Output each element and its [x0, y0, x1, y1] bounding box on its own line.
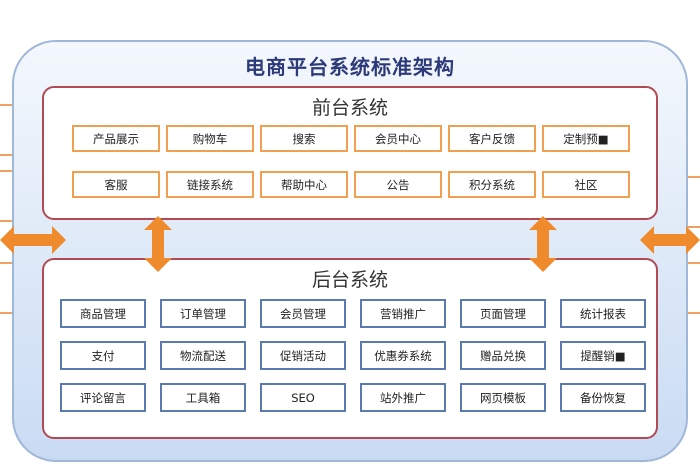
diagram-title: 电商平台系统标准架构 [245, 55, 455, 79]
front-system-grid: 产品展示购物车搜索会员中心客户反馈定制预■ 客服链接系统帮助中心公告积分系统社区 [72, 125, 646, 198]
vertical-double-arrow-left [144, 216, 172, 272]
front-system-title: 前台系统 [311, 97, 388, 119]
front-system-item[interactable]: 帮助中心 [260, 171, 348, 198]
right-double-arrow [640, 226, 700, 254]
back-system-item[interactable]: 支付 [60, 341, 146, 370]
front-system-panel: 前台系统 产品展示购物车搜索会员中心客户反馈定制预■ 客服链接系统帮助中心公告积分… [42, 86, 658, 220]
front-system-item[interactable]: 客服 [72, 171, 160, 198]
back-system-item[interactable]: 会员管理 [260, 299, 346, 328]
front-system-item[interactable]: 购物车 [166, 125, 254, 152]
front-system-item[interactable]: 社区 [542, 171, 630, 198]
back-system-item[interactable]: 评论留言 [60, 383, 146, 412]
back-system-item[interactable]: 订单管理 [160, 299, 246, 328]
front-system-item[interactable]: 定制预■ [542, 125, 630, 152]
back-system-item[interactable]: 促销活动 [260, 341, 346, 370]
front-system-item[interactable]: 产品展示 [72, 125, 160, 152]
back-system-item[interactable]: 商品管理 [60, 299, 146, 328]
vertical-double-arrow-right [529, 216, 557, 272]
front-system-item[interactable]: 公告 [354, 171, 442, 198]
back-system-item[interactable]: 统计报表 [560, 299, 646, 328]
back-system-item[interactable]: 赠品兑换 [460, 341, 546, 370]
back-system-item[interactable]: 营销推广 [360, 299, 446, 328]
back-system-item[interactable]: 备份恢复 [560, 383, 646, 412]
back-system-item[interactable]: 物流配送 [160, 341, 246, 370]
back-system-title: 后台系统 [311, 269, 388, 291]
front-system-item[interactable]: 链接系统 [166, 171, 254, 198]
left-double-arrow [0, 226, 66, 254]
front-system-item[interactable]: 客户反馈 [448, 125, 536, 152]
front-system-item[interactable]: 会员中心 [354, 125, 442, 152]
back-system-item[interactable]: 页面管理 [460, 299, 546, 328]
back-system-panel: 后台系统 商品管理订单管理会员管理营销推广页面管理统计报表支付物流配送促销活动优… [42, 258, 658, 439]
back-system-item[interactable]: 工具箱 [160, 383, 246, 412]
front-system-item[interactable]: 搜索 [260, 125, 348, 152]
back-system-item[interactable]: 站外推广 [360, 383, 446, 412]
back-system-item[interactable]: SEO [260, 383, 346, 412]
front-system-item[interactable]: 积分系统 [448, 171, 536, 198]
back-system-item[interactable]: 优惠券系统 [360, 341, 446, 370]
back-system-item[interactable]: 网页模板 [460, 383, 546, 412]
back-system-item[interactable]: 提醒销■ [560, 341, 646, 370]
back-system-grid: 商品管理订单管理会员管理营销推广页面管理统计报表支付物流配送促销活动优惠券系统赠… [60, 299, 646, 412]
